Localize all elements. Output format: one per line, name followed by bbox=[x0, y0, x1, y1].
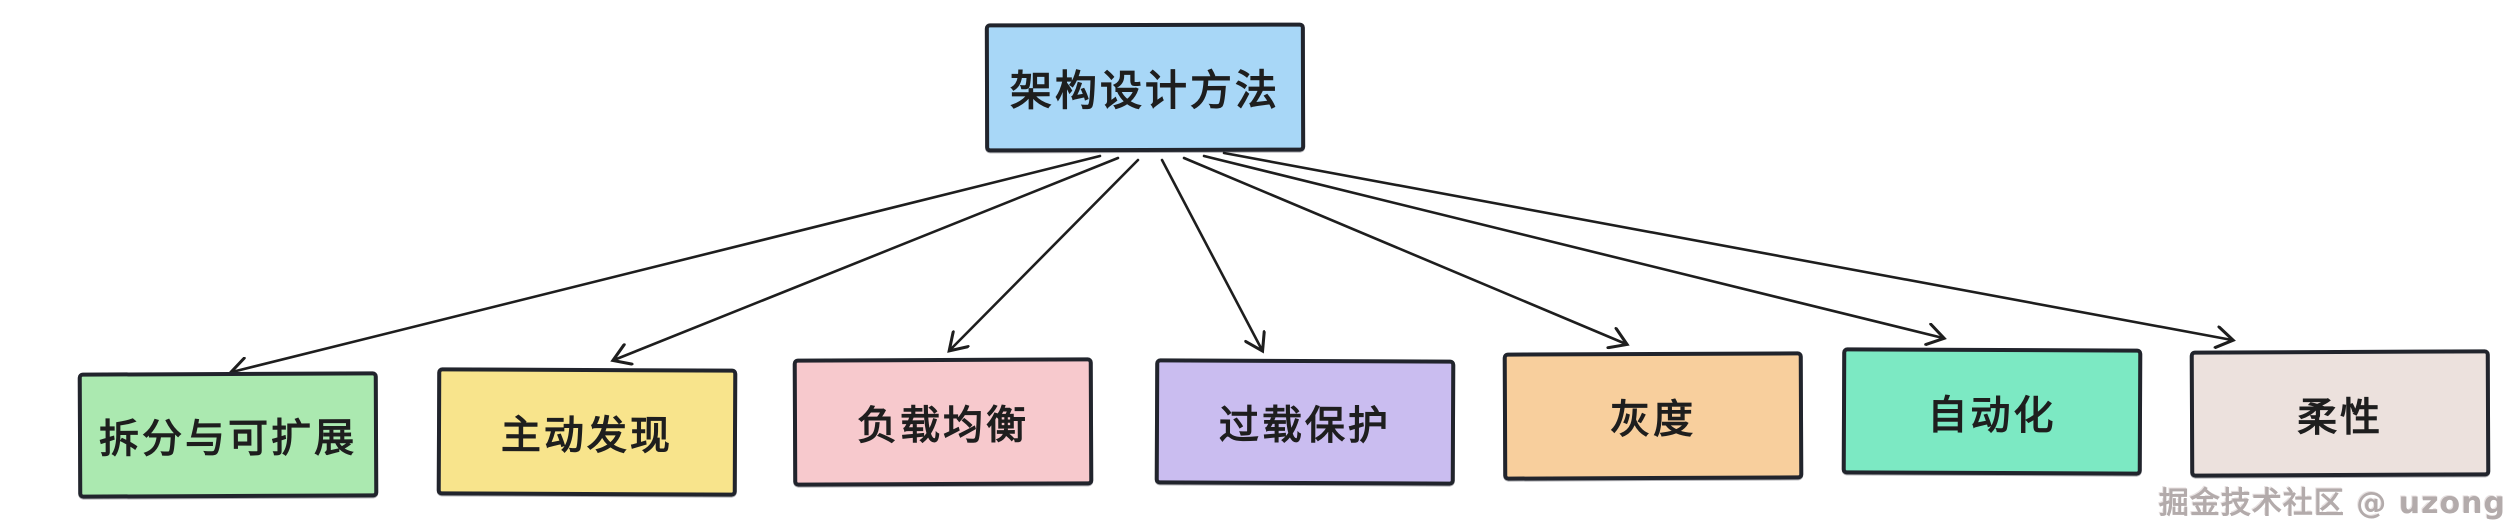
node-label: 自动化 bbox=[1927, 392, 2057, 439]
edge-root-to-overload-protection bbox=[1160, 158, 1262, 350]
node-automation: 自动化 bbox=[1841, 347, 2143, 476]
node-label: 主动发现 bbox=[500, 412, 674, 460]
node-gray-release: 灰度 bbox=[1502, 351, 1804, 481]
edge-root-to-split-extensible bbox=[232, 154, 1102, 372]
edge-root-to-load-balancing bbox=[950, 158, 1140, 350]
node-resilience: 柔性 bbox=[2189, 349, 2491, 478]
node-active-discovery: 主动发现 bbox=[436, 367, 738, 497]
node-overload-protection: 过载保护 bbox=[1154, 358, 1456, 486]
node-label: 灰度 bbox=[1609, 396, 1697, 444]
node-label: 拆分与可扩展 bbox=[98, 415, 358, 463]
node-architecture-design-methods: 架构设计方法 bbox=[984, 22, 1306, 153]
edge-root-to-resilience bbox=[1222, 151, 2232, 340]
edge-root-to-gray-release bbox=[1182, 156, 1626, 344]
edge-root-to-automation bbox=[1202, 154, 1943, 338]
node-split-extensible: 拆分与可扩展 bbox=[77, 371, 379, 499]
node-load-balancing: 负载均衡 bbox=[792, 357, 1094, 487]
node-label: 过载保护 bbox=[1218, 402, 1392, 450]
node-label: 负载均衡 bbox=[856, 402, 1030, 450]
watermark-credit: 掘金技术社区 @ uzong bbox=[2158, 486, 2506, 521]
edge-root-to-active-discovery bbox=[614, 156, 1120, 360]
node-label: 架构设计方法 bbox=[1009, 65, 1281, 116]
node-label: 柔性 bbox=[2296, 394, 2384, 441]
